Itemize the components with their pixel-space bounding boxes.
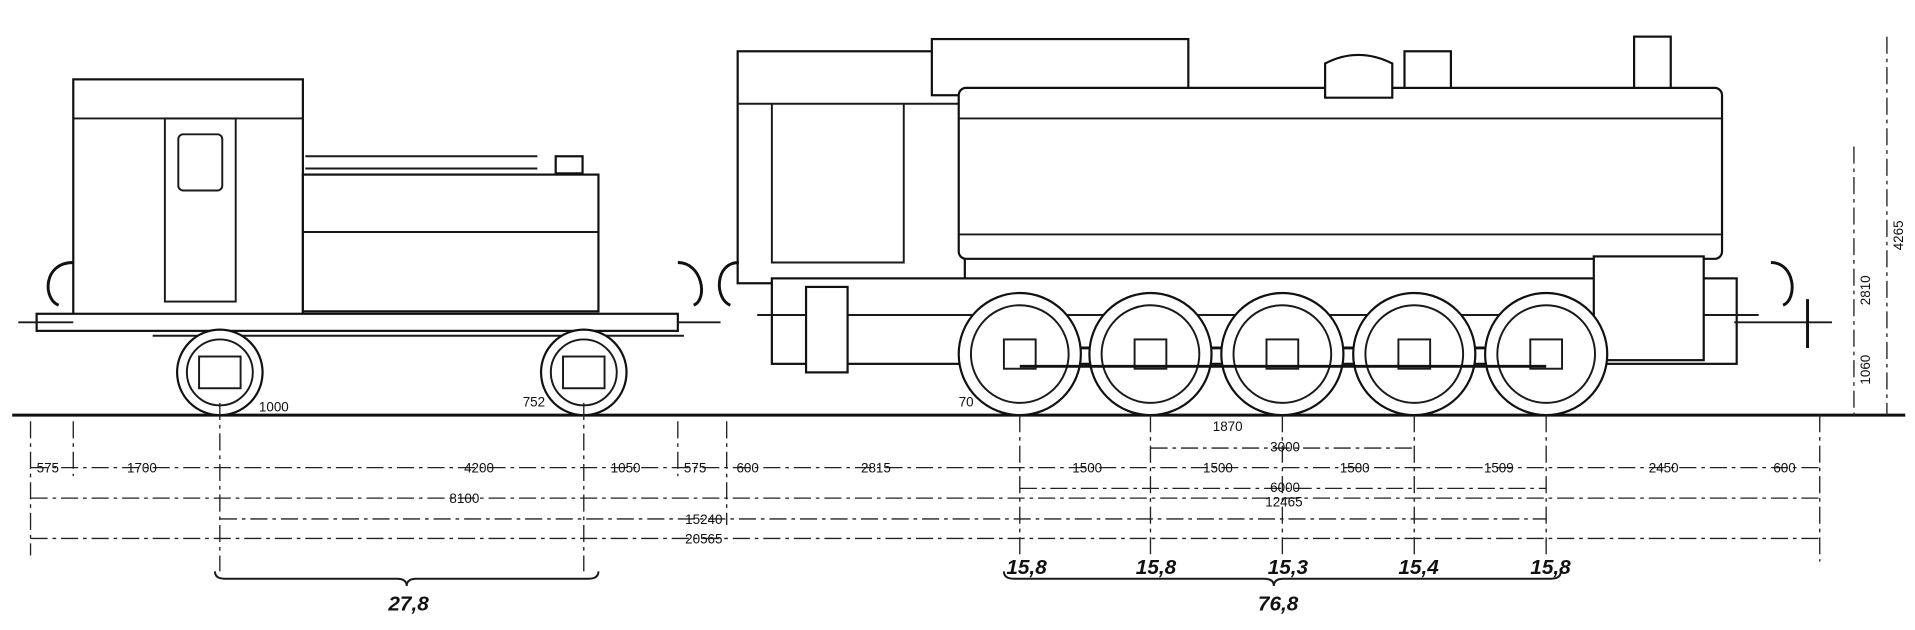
- driving-wheel: [1220, 291, 1345, 417]
- dim-label: 1700: [127, 461, 157, 476]
- annotation: 1870: [1213, 419, 1243, 434]
- tender-total-load: 27,8: [387, 592, 429, 615]
- dim-label: 1050: [611, 461, 641, 476]
- dimension-lines: [29, 36, 1888, 587]
- dim-label: 2815: [861, 461, 891, 476]
- tender: [18, 78, 721, 417]
- dim-label: 8100: [449, 491, 479, 506]
- dim-label: 1500: [1072, 461, 1102, 476]
- axle-load: 15,8: [1136, 556, 1177, 579]
- dim-label: 4200: [464, 461, 494, 476]
- driving-wheel: [957, 291, 1082, 417]
- axle-load: 15,3: [1268, 556, 1309, 579]
- axle-load: 15,8: [1530, 556, 1571, 579]
- locomotive: [717, 35, 1832, 417]
- loco-total-load: 76,8: [1258, 592, 1299, 615]
- axle-loads: 15,8 15,8 15,3 15,4 15,8 76,8 27,8: [387, 556, 1571, 616]
- annotation: 752: [523, 395, 545, 410]
- driving-wheel: [1484, 291, 1609, 417]
- axle-load: 15,4: [1398, 556, 1439, 579]
- dim-label: 2450: [1649, 461, 1679, 476]
- annotation: 1000: [259, 399, 289, 414]
- dim-label: 600: [1773, 461, 1795, 476]
- dim-label: 600: [736, 461, 758, 476]
- dim-label: 1500: [1203, 461, 1233, 476]
- dim-label: 20565: [685, 531, 722, 546]
- dim-label: 6000: [1270, 480, 1300, 495]
- driving-wheel: [1352, 291, 1477, 417]
- dim-label: 15240: [685, 512, 722, 527]
- height-label: 4265: [1891, 220, 1906, 250]
- tender-wheel: [175, 328, 264, 417]
- axle-load: 15,8: [1006, 556, 1047, 579]
- height-label: 1060: [1858, 355, 1873, 385]
- annotation: 70: [959, 395, 974, 410]
- dim-label: 1509: [1484, 461, 1514, 476]
- dimension-labels: 575 1700 4200 1050 575 600 2815 1500 150…: [37, 220, 1906, 546]
- dim-label: 575: [684, 461, 706, 476]
- driving-wheel: [1088, 291, 1213, 417]
- dim-label: 575: [37, 461, 59, 476]
- height-label: 2810: [1858, 275, 1873, 305]
- dim-label: 12465: [1265, 495, 1302, 510]
- tender-wheel: [539, 328, 628, 417]
- dim-label: 1500: [1340, 461, 1370, 476]
- dim-label: 3000: [1270, 440, 1300, 455]
